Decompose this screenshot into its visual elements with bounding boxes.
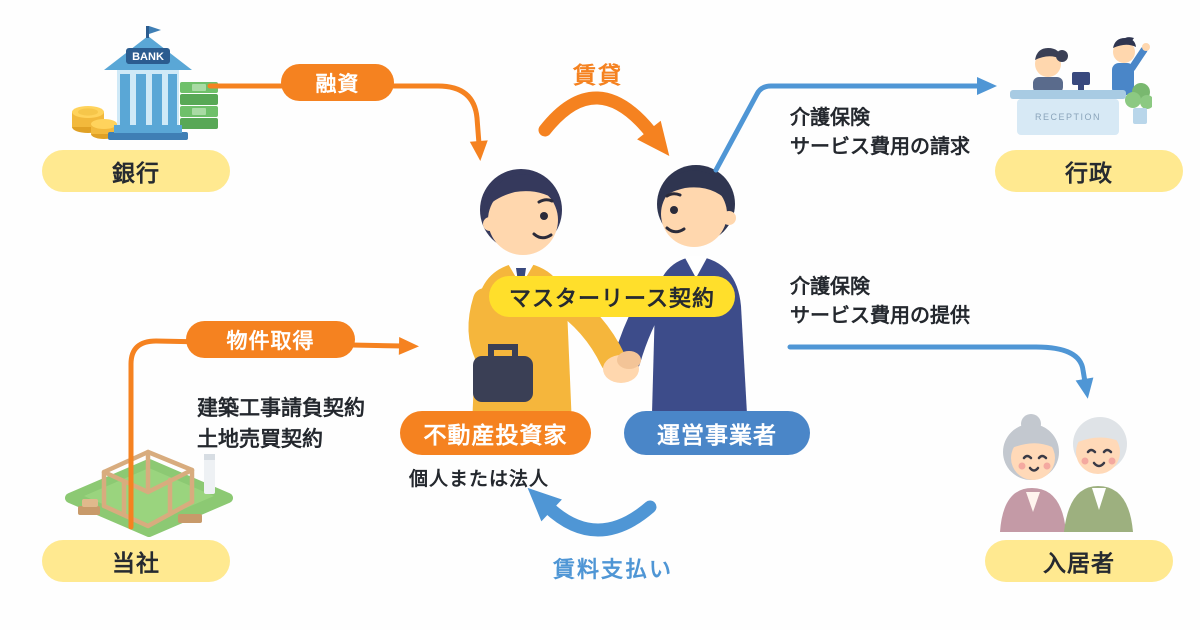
residents-label: 入居者 (1043, 550, 1115, 576)
residents-label-pill: 入居者 (985, 540, 1173, 582)
operator-label: 運営事業者 (657, 422, 777, 448)
financing-pill: 融資 (281, 64, 394, 101)
financing-label: 融資 (315, 72, 360, 96)
government-label: 行政 (1065, 160, 1113, 186)
company-label: 当社 (112, 550, 160, 576)
acquisition-contracts-note: 建築工事請負契約 土地売買契約 (197, 397, 365, 451)
bank-icon: BANK (68, 26, 220, 144)
company-icon (58, 426, 240, 538)
acquisition-pill: 物件取得 (186, 321, 355, 358)
rent-payment-arrow (527, 487, 657, 537)
master-lease-contract-pill: マスターリース契約 (489, 276, 735, 317)
billing-arrow (713, 77, 997, 173)
provision-arrow (787, 344, 1094, 399)
operator-pill: 運営事業者 (624, 411, 810, 455)
provision-note: 介護保険 サービス費用の提供 (790, 276, 970, 327)
reception-sign-text: RECEPTION (1035, 112, 1101, 122)
investor-label: 不動産投資家 (423, 422, 568, 448)
bank-label-pill: 銀行 (42, 150, 230, 192)
master-lease-contract-label: マスターリース契約 (509, 285, 715, 311)
bank-label: 銀行 (112, 160, 160, 186)
investor-pill: 不動産投資家 (400, 411, 591, 455)
acquisition-arrow (128, 336, 419, 530)
residents-icon (984, 400, 1148, 532)
rent-payment-label: 賃料支払い (552, 557, 673, 582)
acquisition-label: 物件取得 (226, 329, 315, 353)
billing-note: 介護保険 サービス費用の請求 (790, 107, 970, 158)
government-icon: RECEPTION (1000, 26, 1152, 140)
lease-label: 賃貸 (573, 62, 623, 88)
company-label-pill: 当社 (42, 540, 230, 582)
lease-arrow (538, 91, 670, 157)
investor-note: 個人または法人 (409, 469, 550, 490)
government-label-pill: 行政 (995, 150, 1183, 192)
financing-arrow (207, 83, 488, 161)
bank-sign-text: BANK (132, 51, 164, 63)
